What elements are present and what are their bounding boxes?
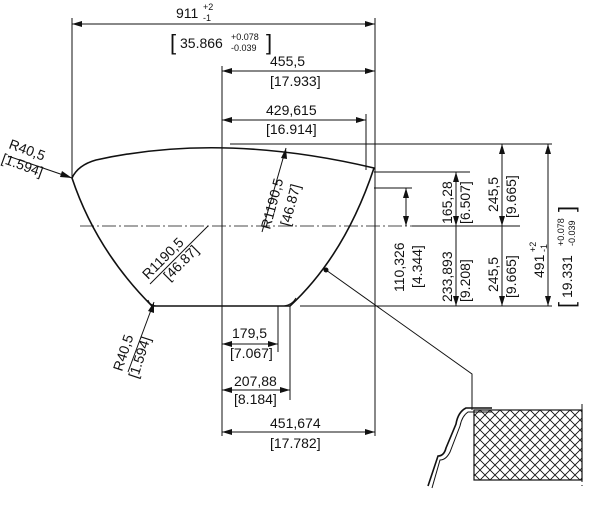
dim-911-tol-lower: -1 (203, 13, 211, 23)
height-110-label: 110,326 [4.344] (391, 242, 425, 292)
dim-429-mm: 429,615 (266, 102, 317, 118)
dim-207-inch: [8.184] (234, 391, 277, 407)
height-491-bracket-open: [ (554, 302, 579, 308)
countertop-section (473, 409, 583, 481)
dim-911-inch: 35.866 (180, 35, 223, 51)
detail-leader-dot (323, 267, 329, 273)
sink-edge-profile-inner (431, 411, 492, 489)
height-165-inch: [6.507] (457, 181, 473, 224)
height-245-bottom-inch: [9.665] (503, 255, 519, 298)
sink-outline (71, 146, 376, 307)
height-233-inch: [9.208] (457, 259, 473, 302)
height-491-inch-lower: -0.039 (567, 220, 577, 246)
height-491-label: 491 +2 -1 (528, 242, 549, 278)
height-245-top-mm: 245,5 (485, 177, 501, 212)
leader-r1190-side (149, 225, 209, 285)
detail-leader (325, 269, 473, 410)
dim-179-inch: [7.067] (230, 345, 273, 361)
height-233-mm: 233,893 (439, 251, 455, 302)
corner-bottom-right (283, 297, 297, 307)
height-110-mm: 110,326 (391, 242, 407, 292)
height-491-inch-upper: +0.078 (556, 218, 566, 246)
radius-bottom-left-label: R40,5 [1.594] (110, 332, 154, 380)
dim-911-inch-lower: -0.039 (231, 43, 257, 53)
height-245-top-label: 245,5 [9.665] (485, 175, 519, 218)
dim-455-mm: 455,5 (270, 53, 305, 69)
dim-455-inch: [17.933] (270, 73, 321, 89)
height-491-inch: 19.331 (559, 255, 575, 298)
height-245-top-inch: [9.665] (503, 175, 519, 218)
dim-179-mm: 179,5 (232, 325, 267, 341)
sink-edge-profile (427, 407, 492, 487)
height-491-inch-label: [ 19.331 +0.078 -0.039 ] (554, 206, 579, 308)
height-110-inch: [4.344] (409, 245, 425, 288)
dim-911-bracket-open: [ (170, 30, 176, 55)
dim-911-inch-upper: +0.078 (231, 32, 259, 42)
height-245-bottom-label: 245,5 [9.665] (485, 255, 519, 298)
dim-911-tol-upper: +2 (203, 2, 213, 12)
height-491-tol-lower: -1 (539, 244, 549, 252)
radius-top-left-label: R40,5 [1.594] (0, 136, 48, 180)
dim-911-bracket-close: ] (266, 30, 272, 55)
radius-top-arc-label: R1190,5 [46.87] (257, 176, 303, 230)
height-491-bracket-close: ] (554, 206, 579, 212)
dim-207-mm: 207,88 (234, 373, 277, 389)
height-233-label: 233,893 [9.208] (439, 251, 473, 302)
leader-r1190-top (261, 147, 287, 233)
dim-451-mm: 451,674 (270, 415, 321, 431)
height-165-label: 165,28 [6.507] (439, 181, 473, 224)
leader-r40-bottom (127, 301, 155, 373)
height-165-mm: 165,28 (439, 181, 455, 224)
height-245-bottom-mm: 245,5 (485, 257, 501, 292)
dim-451-inch: [17.782] (270, 435, 321, 451)
dim-429-inch: [16.914] (266, 121, 317, 137)
height-491-tol-upper: +2 (528, 242, 538, 252)
height-491-value: 491 (531, 254, 547, 278)
dim-911-value: 911 (176, 5, 199, 21)
radius-side-arc-label: R1190,5 [46.87] (139, 234, 202, 284)
corner-bottom-left (147, 299, 159, 307)
